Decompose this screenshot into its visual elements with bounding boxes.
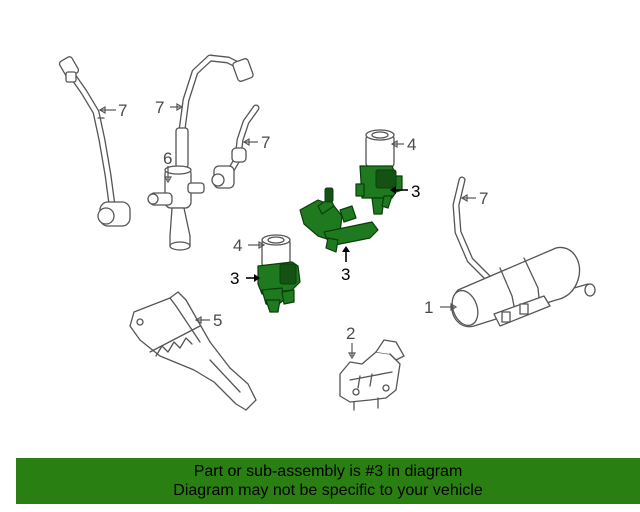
- part-6-valve: [147, 165, 205, 251]
- callout-3: 3: [341, 265, 350, 284]
- part-1-compressor: [451, 246, 596, 328]
- banner-line-2: Diagram may not be specific to your vehi…: [173, 482, 483, 499]
- callout-7: 7: [479, 189, 488, 208]
- part-7-hose-left: [58, 56, 131, 227]
- callout-1: 1: [424, 298, 433, 317]
- part-7-hose-small: [211, 104, 260, 189]
- callout-2: 2: [346, 324, 355, 343]
- callout-7: 7: [118, 101, 127, 120]
- callout-5: 5: [213, 311, 222, 330]
- callout-7: 7: [155, 98, 164, 117]
- part-5-bracket: [129, 291, 257, 411]
- callout-3: 3: [411, 182, 420, 201]
- callout-6: 6: [163, 149, 172, 168]
- part-7-hose-center: [175, 54, 254, 169]
- part-3-solenoid-center: [299, 187, 379, 253]
- part-info-banner: Part or sub-assembly is #3 in diagram Di…: [16, 458, 640, 504]
- leader-lines: [98, 102, 476, 360]
- callout-4: 4: [407, 135, 416, 154]
- callout-7: 7: [261, 133, 270, 152]
- callout-4: 4: [233, 236, 242, 255]
- part-4-actuator-lower: [261, 234, 291, 269]
- callout-3: 3: [230, 269, 239, 288]
- banner-line-1: Part or sub-assembly is #3 in diagram: [193, 463, 463, 480]
- part-4-actuator-upper: [365, 129, 395, 169]
- part-2-mount: [339, 339, 405, 411]
- part-3-solenoid-lower: [257, 261, 301, 313]
- part-7-hose-right: [452, 176, 496, 286]
- callout-labels: 7 7 7 6 4 3 7 4 3 3 5 2 1: [118, 98, 488, 343]
